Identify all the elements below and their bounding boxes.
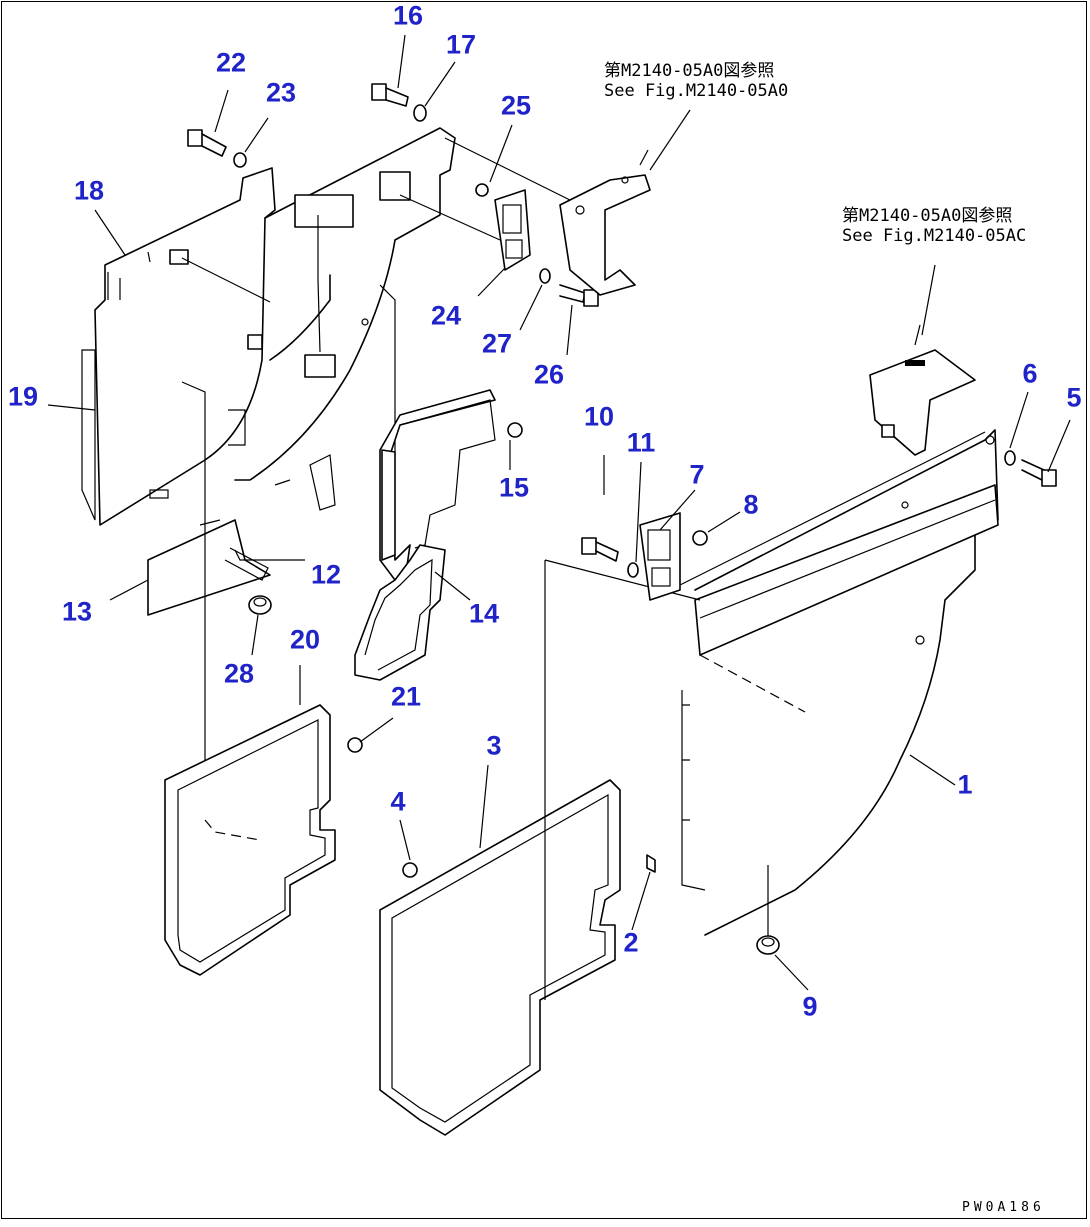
callout-3: 3 [486,730,502,761]
main-panel-1 [544,429,999,936]
nut-4 [402,862,418,878]
callout-21: 21 [390,681,422,712]
grommet-28 [248,595,272,615]
washer-27 [539,268,551,284]
washer-11 [627,562,639,578]
bolt-10 [581,537,619,562]
callout-15: 15 [498,472,530,503]
reference-note-right: 第M2140-05A0図参照 See Fig.M2140-05AC [842,206,1027,246]
bracket-13 [147,519,271,616]
clip-2 [646,854,656,873]
cover-panel-18 [81,167,276,526]
gasket-plate-20 [164,704,336,976]
washer-17 [413,104,427,122]
callout-18: 18 [73,175,105,206]
callout-26: 26 [533,359,565,390]
callout-6: 6 [1022,358,1038,389]
callout-24: 24 [430,300,462,331]
bolt-16 [371,83,409,107]
callout-22: 22 [215,47,247,78]
callout-11: 11 [626,427,656,458]
callout-16: 16 [392,0,424,31]
callout-4: 4 [390,786,406,817]
callout-leaders [47,34,1071,991]
washer-23 [233,152,247,168]
callout-7: 7 [689,459,705,490]
nut-25 [475,183,489,197]
callout-14: 14 [468,598,500,629]
bolt-26 [559,284,599,307]
bracket-upper [559,149,651,296]
callout-10: 10 [583,401,615,432]
reference-right-en: See Fig.M2140-05AC [842,225,1027,246]
callout-13: 13 [61,596,93,627]
washer-6 [1004,450,1016,466]
clip-21 [347,737,363,753]
callout-28: 28 [223,658,255,689]
grommet-9 [756,865,780,955]
reference-upper-en: See Fig.M2140-05A0 [604,80,789,101]
callout-9: 9 [802,991,818,1022]
callout-25: 25 [500,90,532,121]
reference-right-jp: 第M2140-05A0図参照 [842,206,1013,226]
clip-8 [692,530,708,546]
plate-7 [639,512,681,601]
drawing-code: PW0A186 [962,1200,1045,1215]
leader-lines-upper [181,137,581,303]
centerline-left [181,381,206,840]
callout-2: 2 [623,927,639,958]
plate-24 [494,189,531,271]
reference-note-upper: 第M2140-05A0図参照 See Fig.M2140-05A0 [604,61,789,101]
bolt-22 [187,129,227,157]
callout-1: 1 [957,769,973,800]
seal-strip-14 [354,389,496,681]
cover-panel-12 [199,127,456,526]
callout-27: 27 [481,328,513,359]
callout-17: 17 [445,29,477,60]
callout-12: 12 [310,559,342,590]
centerline-mid [317,215,321,353]
callout-20: 20 [289,624,321,655]
bracket-right [869,324,976,456]
reference-upper-jp: 第M2140-05A0図参照 [604,61,775,81]
clip-15 [507,422,523,438]
callout-23: 23 [265,77,297,108]
callout-5: 5 [1066,382,1082,413]
gasket-plate-3 [379,779,621,1136]
callout-19: 19 [7,381,39,412]
centerline-14 [379,284,396,455]
callout-8: 8 [743,489,759,520]
